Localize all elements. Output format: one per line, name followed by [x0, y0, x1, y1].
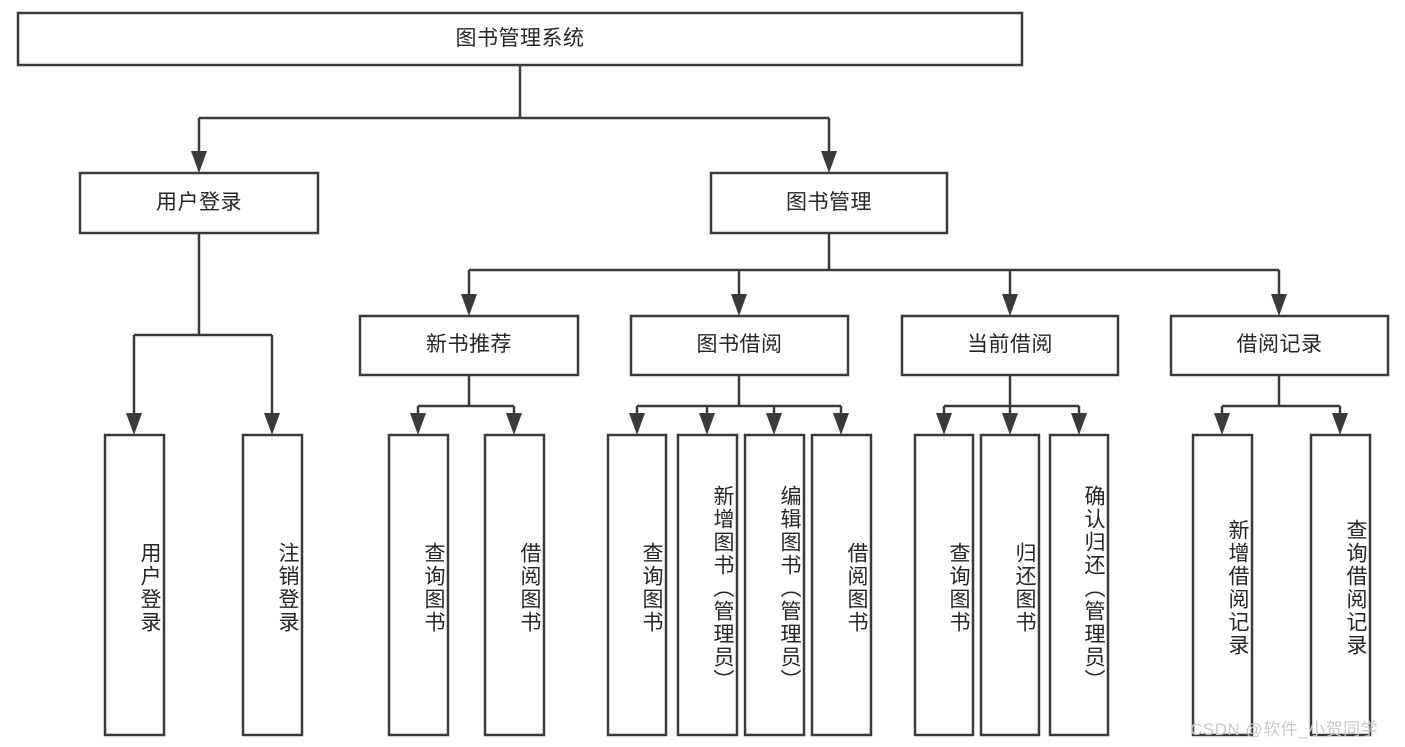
connector-root-branch-0-arrow-icon	[191, 151, 207, 173]
node-leaf-borrow-book-1[interactable]	[483, 433, 546, 737]
connector-borrow-record-branch-1-arrow-icon	[1332, 413, 1348, 435]
node-leaf-logout[interactable]	[241, 433, 304, 737]
connector-new-book-recommend-branch-0-arrow-icon	[410, 413, 426, 435]
connector-root-branch-1-arrow-icon	[821, 151, 837, 173]
watermark-text: CSDN @软件_小贺同学	[1190, 720, 1379, 739]
node-leaf-query-book-3[interactable]	[913, 433, 975, 737]
node-new-book-recommend[interactable]	[358, 314, 580, 377]
node-user-login[interactable]	[78, 171, 320, 235]
node-leaf-return-book[interactable]	[979, 433, 1041, 737]
connector-user-login-branch-0-arrow-icon	[126, 413, 142, 435]
node-leaf-add-record[interactable]	[1191, 433, 1254, 737]
node-book-manage[interactable]	[709, 171, 949, 235]
connector-new-book-recommend-branch-1-arrow-icon	[506, 413, 522, 435]
node-leaf-edit-book[interactable]	[743, 433, 806, 737]
connectors-layer	[126, 65, 1348, 435]
connector-book-borrow-branch-1-arrow-icon	[699, 413, 715, 435]
nodes-layer	[16, 11, 1390, 737]
connector-book-manage-branch-0-arrow-icon	[461, 294, 477, 316]
node-leaf-query-book-2[interactable]	[606, 433, 668, 737]
node-leaf-user-login[interactable]	[103, 433, 166, 737]
connector-borrow-record-branch-0-arrow-icon	[1214, 413, 1230, 435]
connector-current-borrow-branch-2-arrow-icon	[1071, 413, 1087, 435]
node-root[interactable]	[16, 11, 1024, 67]
connector-current-borrow-branch-1-arrow-icon	[1002, 413, 1018, 435]
node-leaf-query-book-1[interactable]	[387, 433, 450, 737]
connector-book-borrow-branch-2-arrow-icon	[766, 413, 782, 435]
connector-user-login-branch-1-arrow-icon	[264, 413, 280, 435]
connector-book-borrow-branch-3-arrow-icon	[833, 413, 849, 435]
node-leaf-add-book[interactable]	[676, 433, 739, 737]
node-current-borrow[interactable]	[900, 314, 1120, 377]
node-leaf-query-record[interactable]	[1309, 433, 1372, 737]
node-book-borrow[interactable]	[629, 314, 850, 377]
node-leaf-confirm-return[interactable]	[1048, 433, 1110, 737]
connector-book-manage-branch-2-arrow-icon	[1002, 294, 1018, 316]
connector-book-manage-branch-1-arrow-icon	[731, 294, 747, 316]
connector-current-borrow-branch-0-arrow-icon	[936, 413, 952, 435]
connector-book-borrow-branch-0-arrow-icon	[629, 413, 645, 435]
node-leaf-borrow-book-2[interactable]	[810, 433, 873, 737]
node-borrow-record[interactable]	[1169, 314, 1390, 377]
connector-book-manage-branch-3-arrow-icon	[1271, 294, 1287, 316]
